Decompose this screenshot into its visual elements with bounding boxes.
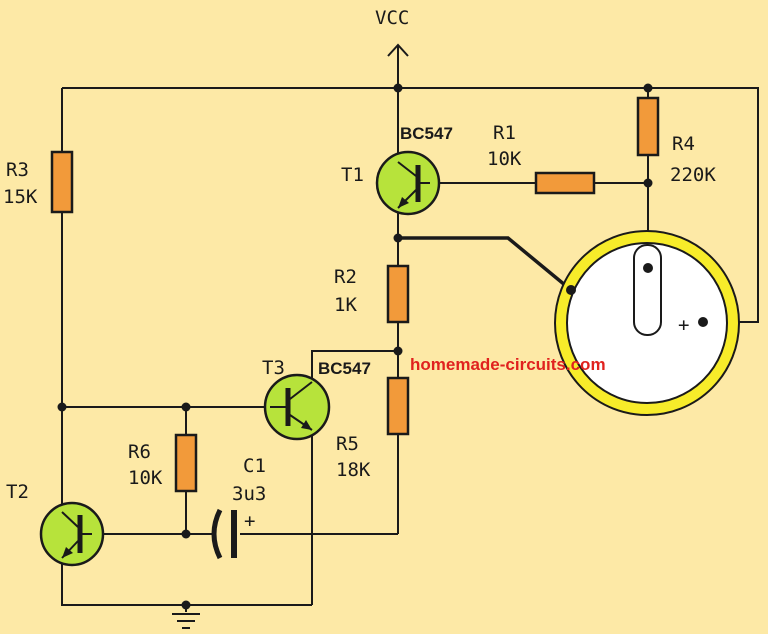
junction-dot bbox=[643, 83, 653, 93]
resistor-r6 bbox=[174, 433, 198, 493]
resistor-r5 bbox=[386, 376, 410, 436]
resistor-r3 bbox=[50, 150, 74, 214]
junction-dot bbox=[181, 402, 191, 412]
piezo-buzzer-icon bbox=[554, 230, 740, 416]
c1-name: C1 bbox=[243, 455, 266, 477]
r4-value: 220K bbox=[670, 164, 716, 186]
junction-dot bbox=[643, 178, 653, 188]
junction-dot bbox=[393, 346, 403, 356]
r3-value: 15K bbox=[3, 186, 38, 208]
r1-name: R1 bbox=[493, 122, 516, 144]
watermark-text: homemade-circuits.com bbox=[410, 355, 606, 374]
r1-value: 10K bbox=[487, 148, 522, 170]
junction-dot bbox=[57, 402, 67, 412]
vcc-arrow-icon bbox=[387, 43, 409, 57]
t1-name: T1 bbox=[341, 164, 364, 186]
t3-collector-wire bbox=[311, 350, 398, 382]
junctions bbox=[57, 83, 653, 610]
t3-name: T3 bbox=[262, 357, 285, 379]
t2-name: T2 bbox=[6, 481, 29, 503]
top-rail-wire bbox=[62, 87, 759, 323]
r2-value: 1K bbox=[334, 294, 357, 316]
junction-dot bbox=[393, 83, 403, 93]
buzzer-polarity: + bbox=[678, 314, 689, 336]
t1-part-label: BC547 bbox=[400, 124, 453, 143]
r5-name: R5 bbox=[336, 433, 359, 455]
r6-name: R6 bbox=[128, 441, 151, 463]
c1-polarity: + bbox=[244, 510, 255, 532]
capacitor-c1 bbox=[211, 508, 237, 560]
r2-name: R2 bbox=[334, 266, 357, 288]
t3-part-label: BC547 bbox=[318, 359, 371, 378]
r4-name: R4 bbox=[672, 133, 695, 155]
r6-value: 10K bbox=[128, 467, 163, 489]
vcc-label: VCC bbox=[375, 7, 409, 29]
junction-dot bbox=[393, 233, 403, 243]
transistor-t3 bbox=[263, 373, 331, 441]
transistor-t2 bbox=[39, 501, 105, 567]
buzzer-lead-wire bbox=[398, 236, 573, 292]
c1-value: 3u3 bbox=[232, 483, 266, 505]
resistor-r2 bbox=[386, 264, 410, 324]
transistor-t1 bbox=[375, 150, 441, 216]
junction-dot bbox=[181, 600, 191, 610]
ground-symbol-icon bbox=[172, 613, 200, 629]
r5-value: 18K bbox=[336, 459, 371, 481]
junction-dot bbox=[181, 529, 191, 539]
r3-name: R3 bbox=[6, 159, 29, 181]
resistor-r1 bbox=[534, 171, 596, 195]
resistor-r4 bbox=[636, 96, 660, 157]
